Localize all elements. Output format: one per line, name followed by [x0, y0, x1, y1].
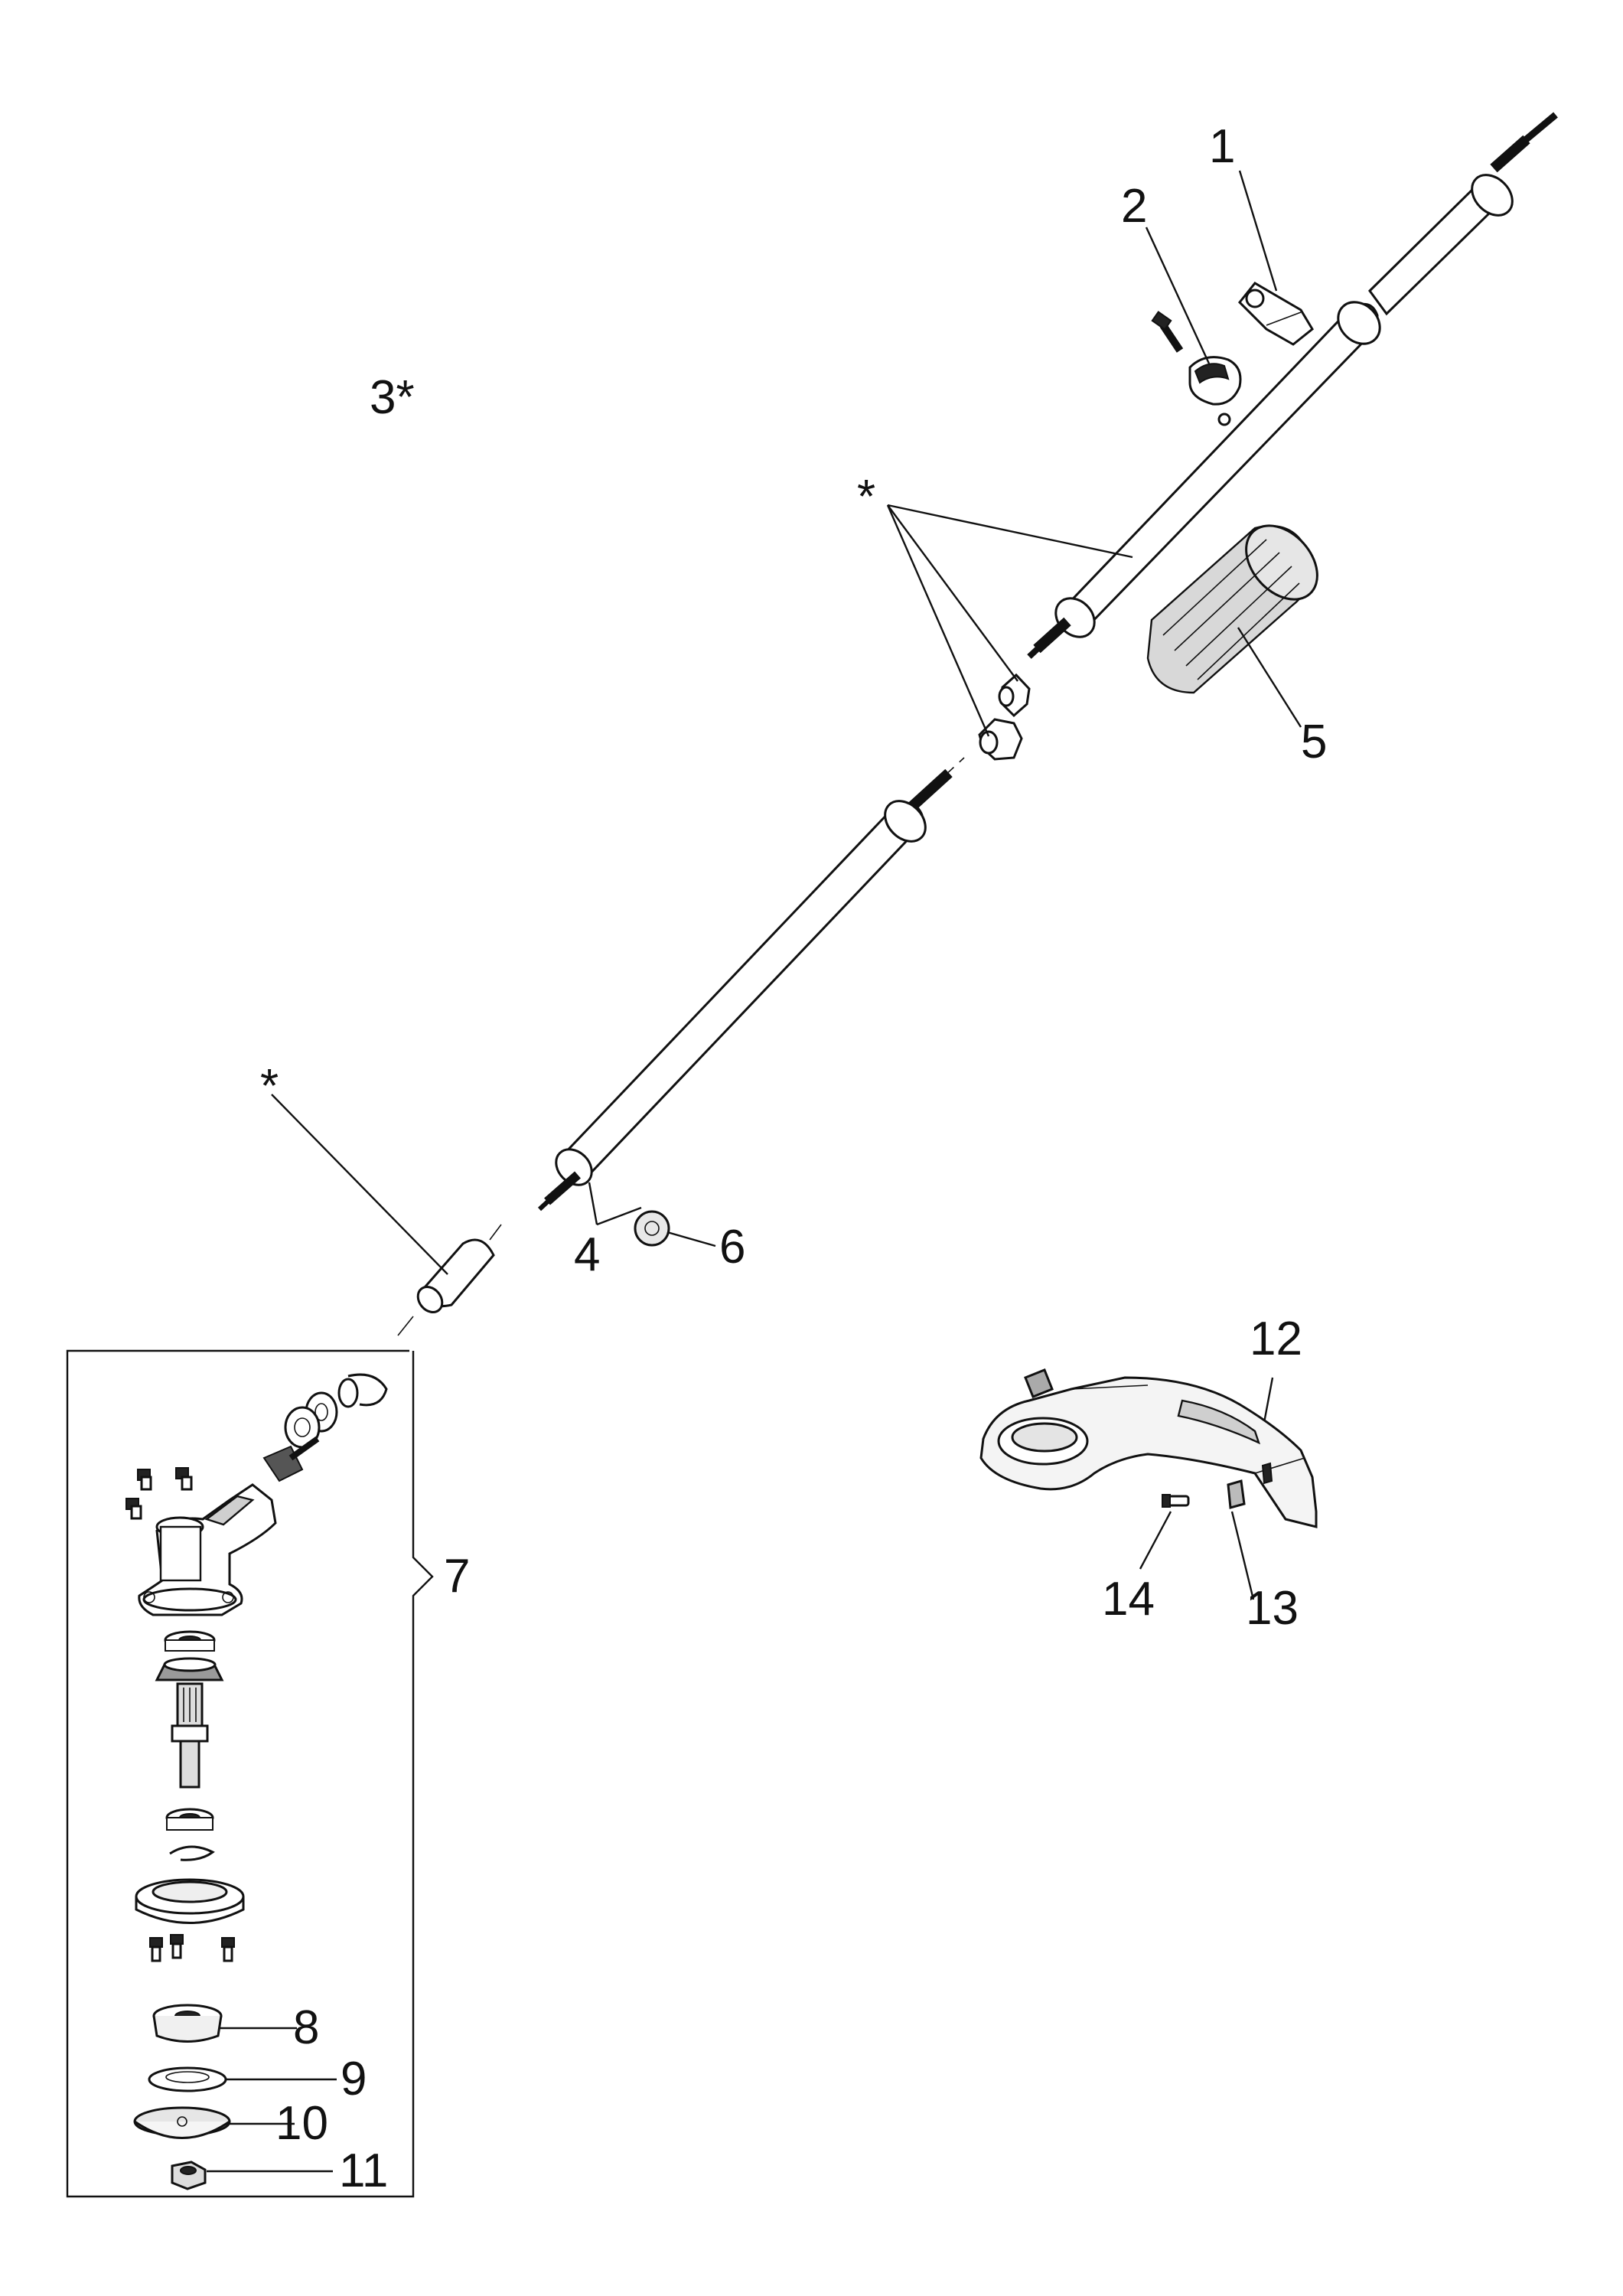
- callout-10: 10: [275, 2097, 328, 2150]
- gear-head-internals: [125, 1373, 388, 1962]
- cutting-guard-part-12: [979, 1368, 1318, 1528]
- gear-head-assembly-box: [66, 1349, 434, 2198]
- clamp-screw: [1151, 311, 1184, 353]
- lower-drive-shaft: [537, 768, 953, 1212]
- callout-5: 5: [1301, 716, 1327, 768]
- guard-blade-part-13: [1227, 1462, 1273, 1509]
- callout-1: 1: [1209, 120, 1235, 173]
- handle-grip-part-5: [1146, 524, 1318, 694]
- shaft-sleeve: [397, 1224, 502, 1336]
- callout-2: 2: [1121, 180, 1147, 233]
- dish-part-10: [133, 2106, 231, 2139]
- coupling-sleeve: [978, 673, 1031, 761]
- callout-3: 3*: [370, 371, 415, 424]
- nut-part-11: [171, 2161, 207, 2190]
- callout-14: 14: [1102, 1573, 1155, 1626]
- callout-8: 8: [293, 2001, 319, 2054]
- callout-11: 11: [339, 2144, 388, 2197]
- washer-part-9: [148, 2066, 227, 2092]
- callout-13: 13: [1246, 1582, 1299, 1635]
- clamp-bracket-part-1: [1237, 282, 1314, 346]
- guard-screw-part-14: [1162, 1494, 1190, 1508]
- callout-star-top: *: [857, 471, 875, 523]
- callout-4: 4: [574, 1228, 600, 1281]
- callout-7: 7: [444, 1550, 470, 1603]
- callout-9: 9: [341, 2053, 367, 2105]
- callout-star-left: *: [260, 1060, 279, 1113]
- callout-labels: 1 2 3* * 5 * 4 6 12 7 14 13 8 9 10 11: [260, 120, 1327, 2197]
- support-cup-part-8: [152, 2004, 223, 2043]
- upper-drive-shaft: [1027, 112, 1558, 659]
- leader-lines: [203, 170, 1302, 2173]
- clamp-ring-part-2: [1188, 356, 1242, 426]
- callout-6: 6: [719, 1221, 745, 1274]
- callout-12: 12: [1250, 1313, 1302, 1365]
- star-washer-part-6: [634, 1210, 670, 1247]
